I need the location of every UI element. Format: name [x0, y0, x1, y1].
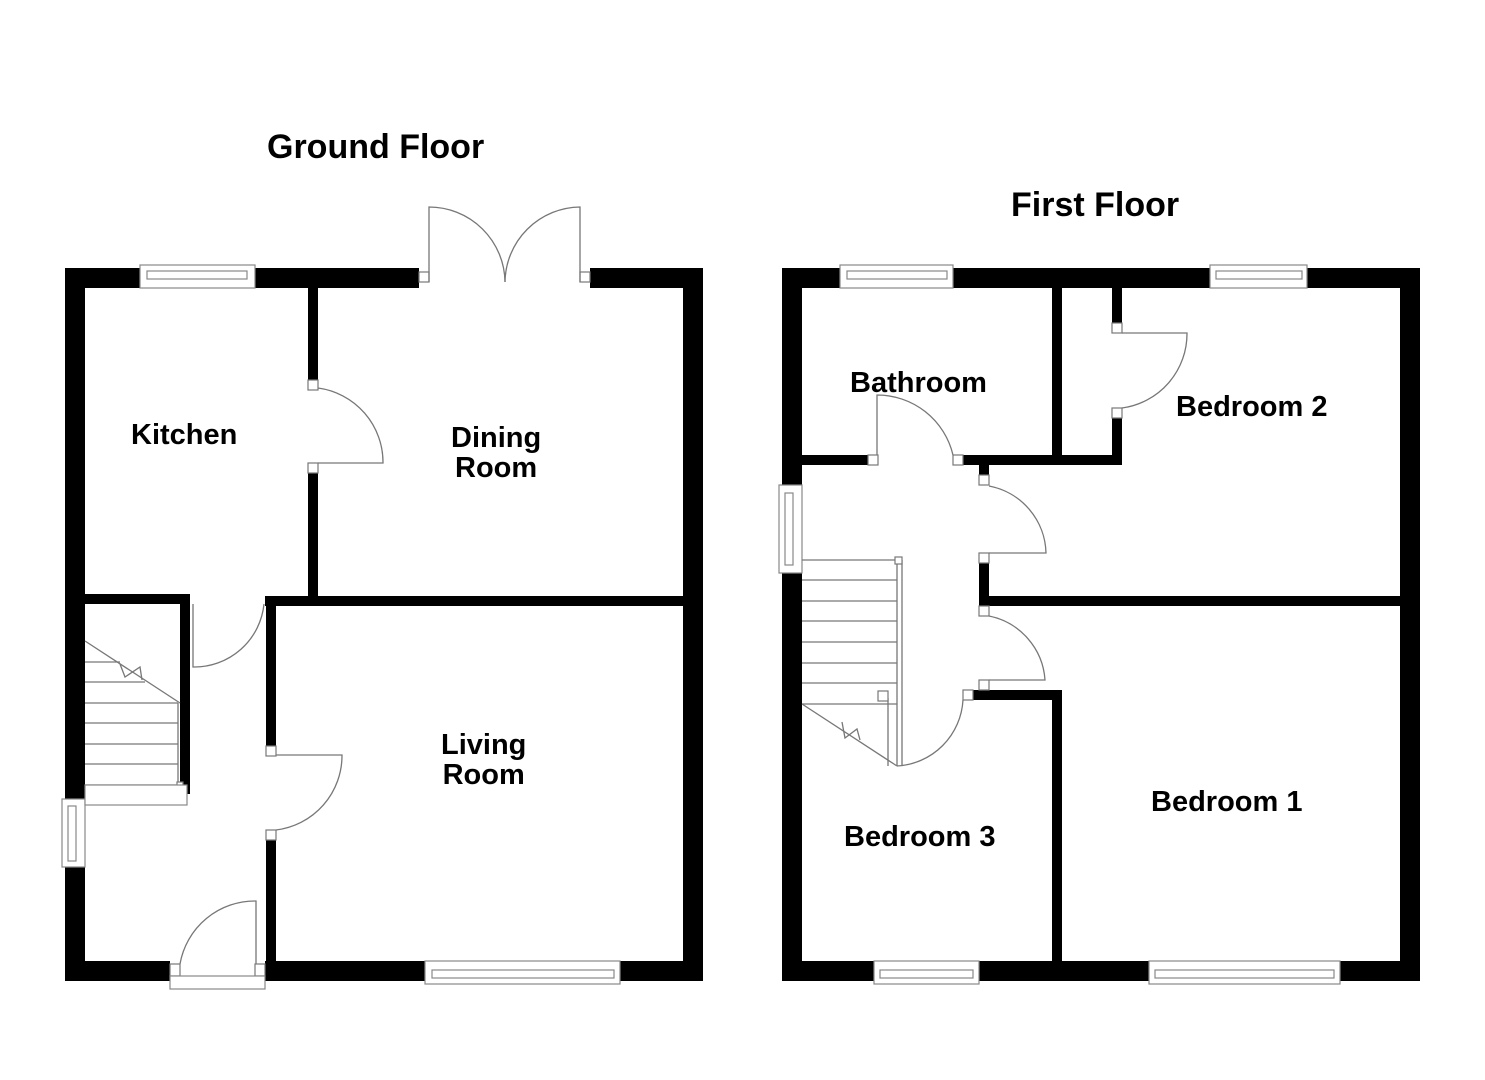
wall	[1112, 418, 1122, 464]
door-bathroom	[867, 394, 964, 466]
window-bedroom1	[1148, 960, 1341, 985]
door-living-room	[265, 745, 343, 841]
door-hall-kitchen	[192, 603, 265, 668]
wall	[265, 596, 683, 606]
door-front	[169, 900, 266, 990]
first-floor-plan	[778, 264, 1420, 985]
wall	[953, 268, 1210, 288]
room-label-line: Room	[442, 759, 525, 792]
wall	[1112, 288, 1122, 323]
wall	[85, 594, 190, 604]
window-kitchen	[139, 264, 256, 289]
french-doors-dining	[418, 206, 591, 283]
door-bedroom1	[978, 605, 1046, 691]
door-kitchen-dining	[307, 379, 384, 474]
first-floor-title: First Floor	[1011, 186, 1180, 224]
wall	[973, 690, 1059, 700]
wall	[1307, 268, 1420, 288]
wall	[65, 961, 170, 981]
door-bedroom2	[978, 474, 1047, 564]
room-label-bedroom-1: Bedroom 1	[1151, 786, 1303, 818]
room-label-line: Room	[455, 452, 538, 485]
wall	[979, 563, 989, 611]
room-label-line: Living	[441, 729, 527, 761]
wall	[802, 455, 870, 465]
window-hall-side	[61, 798, 86, 868]
wall	[1052, 690, 1062, 961]
window-bathroom	[839, 264, 954, 289]
wall	[265, 961, 425, 981]
wall	[65, 268, 140, 288]
wall	[1400, 268, 1420, 981]
room-label-bathroom: Bathroom	[850, 367, 987, 399]
wall	[255, 268, 419, 288]
wall	[989, 596, 1400, 606]
wall	[308, 473, 318, 598]
wall	[782, 268, 802, 981]
window-landing-side	[778, 484, 803, 574]
window-living	[424, 960, 621, 985]
staircase-first	[801, 556, 903, 767]
wall	[683, 268, 703, 981]
door-cupboard	[1111, 322, 1188, 419]
wall	[1052, 288, 1062, 456]
ground-floor-title: Ground Floor	[267, 128, 485, 166]
ground-floor-plan	[61, 206, 703, 990]
door-bedroom3	[896, 689, 974, 767]
wall	[266, 840, 276, 961]
wall	[266, 596, 276, 746]
room-label-bedroom-2: Bedroom 2	[1176, 391, 1328, 423]
room-label-living-room: Living Room	[441, 730, 526, 791]
wall	[65, 268, 85, 981]
wall	[782, 961, 874, 981]
wall	[979, 961, 1149, 981]
room-label-dining-room: Dining Room	[451, 423, 541, 484]
wall	[590, 268, 703, 288]
wall	[1340, 961, 1420, 981]
wall	[180, 594, 190, 794]
staircase-ground	[84, 640, 188, 806]
wall	[962, 455, 1122, 465]
wall	[979, 465, 989, 475]
wall	[620, 961, 703, 981]
room-label-kitchen: Kitchen	[131, 419, 238, 451]
room-label-bedroom-3: Bedroom 3	[844, 821, 996, 853]
room-label-line: Dining	[451, 422, 542, 454]
wall	[308, 288, 318, 380]
window-bedroom2	[1209, 264, 1308, 289]
window-bedroom3	[873, 960, 980, 985]
wall	[782, 268, 840, 288]
